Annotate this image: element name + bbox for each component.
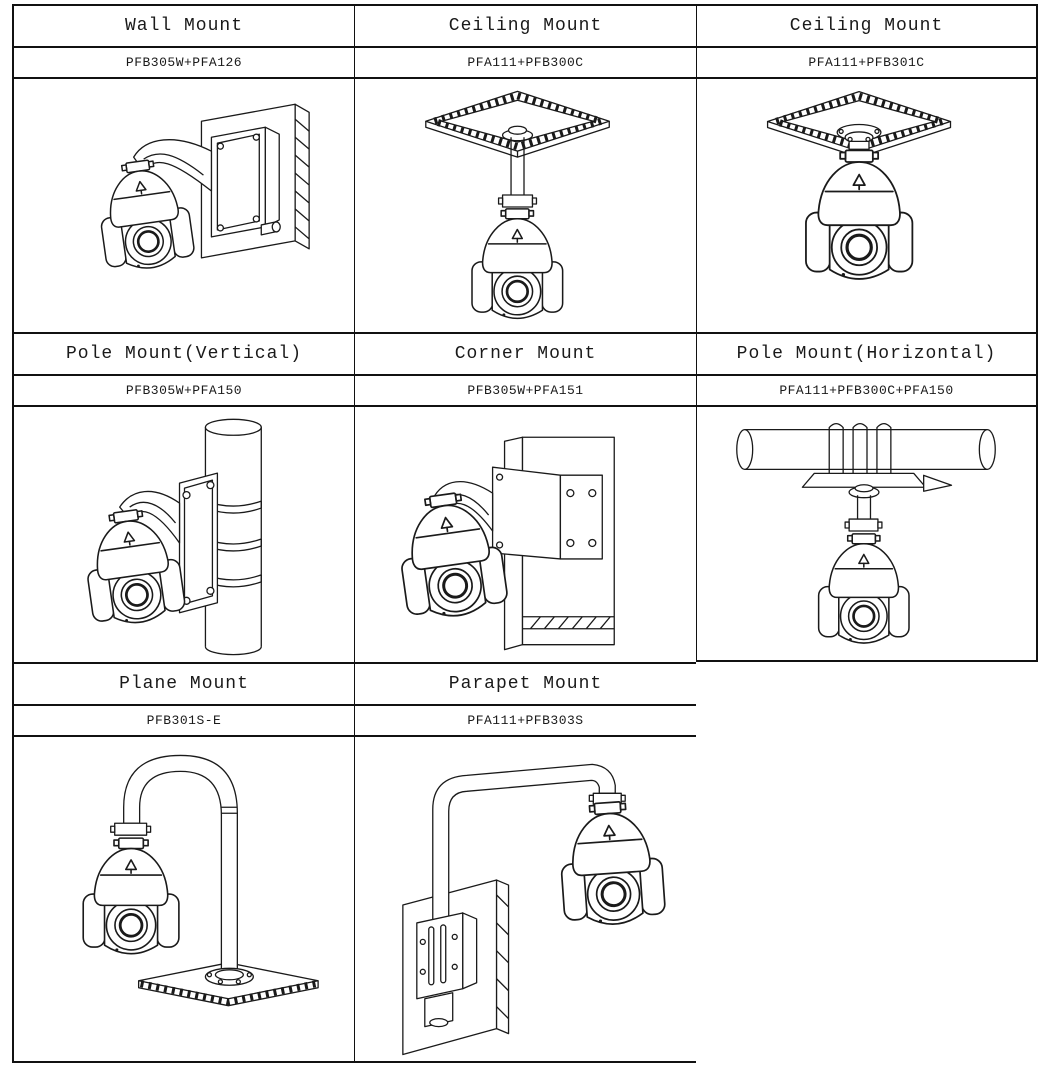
cell-pole-mount-vertical: Pole Mount(Vertical) PFB305W+PFA150: [12, 332, 354, 662]
mount-part-number: PFB305W+PFA150: [14, 376, 354, 407]
wall-mount-diagram: [91, 103, 310, 276]
ceiling-mount-short-diagram: [766, 91, 952, 281]
mount-title: Wall Mount: [14, 6, 354, 48]
ptz-camera-drawing: [91, 154, 198, 276]
cell-pole-mount-horizontal: Pole Mount(Horizontal) PFA111+PFB300C+PF…: [696, 332, 1038, 662]
mount-title: Ceiling Mount: [697, 6, 1036, 48]
cell-plane-mount: Plane Mount PFB301S-E: [12, 662, 354, 1063]
pole-mount-horizontal-figure: [697, 407, 1036, 660]
corner-mount-figure: [355, 407, 696, 660]
mount-title: Plane Mount: [14, 664, 354, 706]
pole-mount-horizontal-diagram: [736, 422, 996, 645]
ceiling-mount-long-figure: [355, 79, 696, 332]
mount-part-number: PFA111+PFB303S: [355, 706, 696, 737]
ceiling-mount-short-figure: [697, 79, 1036, 332]
mount-part-number: PFA111+PFB300C+PFA150: [697, 376, 1036, 407]
mount-part-number: PFB305W+PFA151: [355, 376, 696, 407]
cell-ceiling-mount-long: Ceiling Mount PFA111+PFB300C: [354, 4, 696, 332]
mount-options-table: Wall Mount PFB305W+PFA126: [12, 4, 1038, 1063]
ptz-camera-drawing: [555, 797, 668, 930]
mount-part-number: PFA111+PFB300C: [355, 48, 696, 79]
mount-title: Corner Mount: [355, 334, 696, 376]
mount-title: Ceiling Mount: [355, 6, 696, 48]
ptz-camera-drawing: [804, 148, 914, 281]
cell-ceiling-mount-short: Ceiling Mount PFA111+PFB301C: [696, 4, 1038, 332]
empty-grid-slot: [696, 662, 1038, 1063]
pole-mount-vertical-diagram: [77, 418, 262, 656]
mount-title: Pole Mount(Horizontal): [697, 334, 1036, 376]
ptz-camera-drawing: [470, 207, 564, 320]
parapet-mount-diagram: [402, 763, 668, 1056]
ceiling-mount-long-diagram: [425, 90, 610, 320]
cell-corner-mount: Corner Mount PFB305W+PFA151: [354, 332, 696, 662]
mount-part-number: PFB301S-E: [14, 706, 354, 737]
ptz-camera-drawing: [81, 836, 181, 956]
mount-title: Pole Mount(Vertical): [14, 334, 354, 376]
plane-mount-diagram: [81, 754, 319, 1007]
wall-mount-figure: [14, 79, 354, 332]
ptz-camera-drawing: [817, 532, 911, 645]
mount-part-number: PFB305W+PFA126: [14, 48, 354, 79]
corner-mount-diagram: [391, 436, 615, 651]
mount-part-number: PFA111+PFB301C: [697, 48, 1036, 79]
cell-parapet-mount: Parapet Mount PFA111+PFB303S: [354, 662, 696, 1063]
cell-wall-mount: Wall Mount PFB305W+PFA126: [12, 4, 354, 332]
parapet-mount-figure: [355, 737, 696, 1061]
plane-mount-figure: [14, 737, 354, 1061]
pole-mount-vertical-figure: [14, 407, 354, 660]
mount-title: Parapet Mount: [355, 664, 696, 706]
